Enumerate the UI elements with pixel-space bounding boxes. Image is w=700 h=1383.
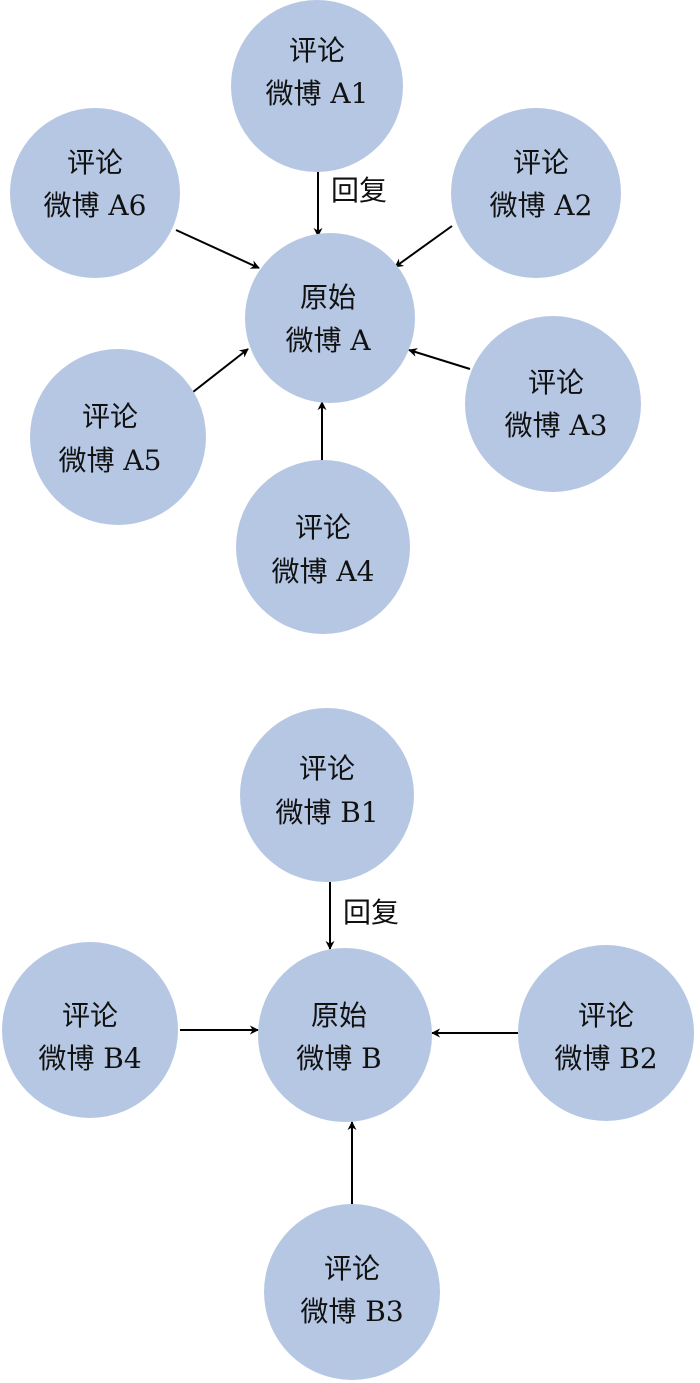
arrow-a5-to-center	[192, 348, 249, 393]
node-center-b-line1: 原始	[311, 999, 367, 1032]
node-b4-circle	[2, 942, 178, 1118]
node-b1-line1: 评论	[299, 752, 355, 785]
node-center-b-circle	[258, 948, 432, 1122]
reply-label-b: 回复	[343, 896, 399, 929]
node-a5-line1: 评论	[82, 400, 138, 433]
node-a4: 评论 微博 A4	[236, 460, 410, 634]
reply-label-a: 回复	[331, 174, 387, 207]
node-b3-line1: 评论	[324, 1252, 380, 1285]
node-a2: 评论 微博 A2	[451, 108, 621, 278]
node-a4-line1: 评论	[295, 511, 351, 544]
node-center-a-line1: 原始	[300, 281, 356, 314]
arrow-a6-to-center	[175, 229, 260, 269]
node-a1-line1: 评论	[289, 34, 345, 67]
node-a5-circle	[30, 349, 206, 525]
diagram-b: 回复 评论 微博 B1 评论 微博 B4 原始 微博 B 评论 微博 B2 评论…	[2, 708, 694, 1380]
node-b2-line2: 微博 B2	[554, 1042, 657, 1075]
node-center-a-line2: 微博 A	[285, 324, 371, 357]
node-b1: 评论 微博 B1	[240, 708, 414, 882]
node-a6-line2: 微博 A6	[44, 189, 147, 222]
node-b2-line1: 评论	[578, 999, 634, 1032]
node-b4-line2: 微博 B4	[38, 1042, 141, 1075]
arrow-a3-to-center	[408, 348, 471, 370]
node-center-b: 原始 微博 B	[258, 948, 432, 1122]
node-a5-line2: 微博 A5	[59, 444, 162, 477]
node-b1-line2: 微博 B1	[275, 796, 378, 829]
node-a3-circle	[465, 316, 641, 492]
node-a1-line2: 微博 A1	[266, 77, 369, 110]
node-a4-circle	[236, 460, 410, 634]
node-a1: 评论 微博 A1	[231, 0, 403, 172]
node-a6-circle	[10, 108, 180, 278]
node-b2-circle	[518, 945, 694, 1121]
node-b1-circle	[240, 708, 414, 882]
node-center-b-line2: 微博 B	[296, 1042, 381, 1075]
node-a3-line2: 微博 A3	[505, 409, 608, 442]
node-a3-line1: 评论	[528, 366, 584, 399]
node-b4-line1: 评论	[62, 999, 118, 1032]
node-b4: 评论 微博 B4	[2, 942, 178, 1118]
node-center-a-circle	[245, 233, 415, 403]
node-b3: 评论 微博 B3	[264, 1204, 440, 1380]
node-a5: 评论 微博 A5	[30, 349, 206, 525]
node-a6-line1: 评论	[67, 146, 123, 179]
node-a3: 评论 微博 A3	[465, 316, 641, 492]
node-b3-circle	[264, 1204, 440, 1380]
node-a2-line1: 评论	[513, 146, 569, 179]
node-a6: 评论 微博 A6	[10, 108, 180, 278]
node-center-a: 原始 微博 A	[245, 233, 415, 403]
node-b3-line2: 微博 B3	[300, 1295, 403, 1328]
node-b2: 评论 微博 B2	[518, 945, 694, 1121]
diagram-a: 回复 评论 微博 A1 评论 微博 A6 评论 微博 A2 原始 微博 A 评论…	[10, 0, 641, 634]
node-a1-circle	[231, 0, 403, 172]
arrow-a2-to-center	[394, 225, 453, 268]
node-a4-line2: 微博 A4	[272, 555, 375, 588]
node-a2-line2: 微博 A2	[490, 189, 593, 222]
node-a2-circle	[451, 108, 621, 278]
